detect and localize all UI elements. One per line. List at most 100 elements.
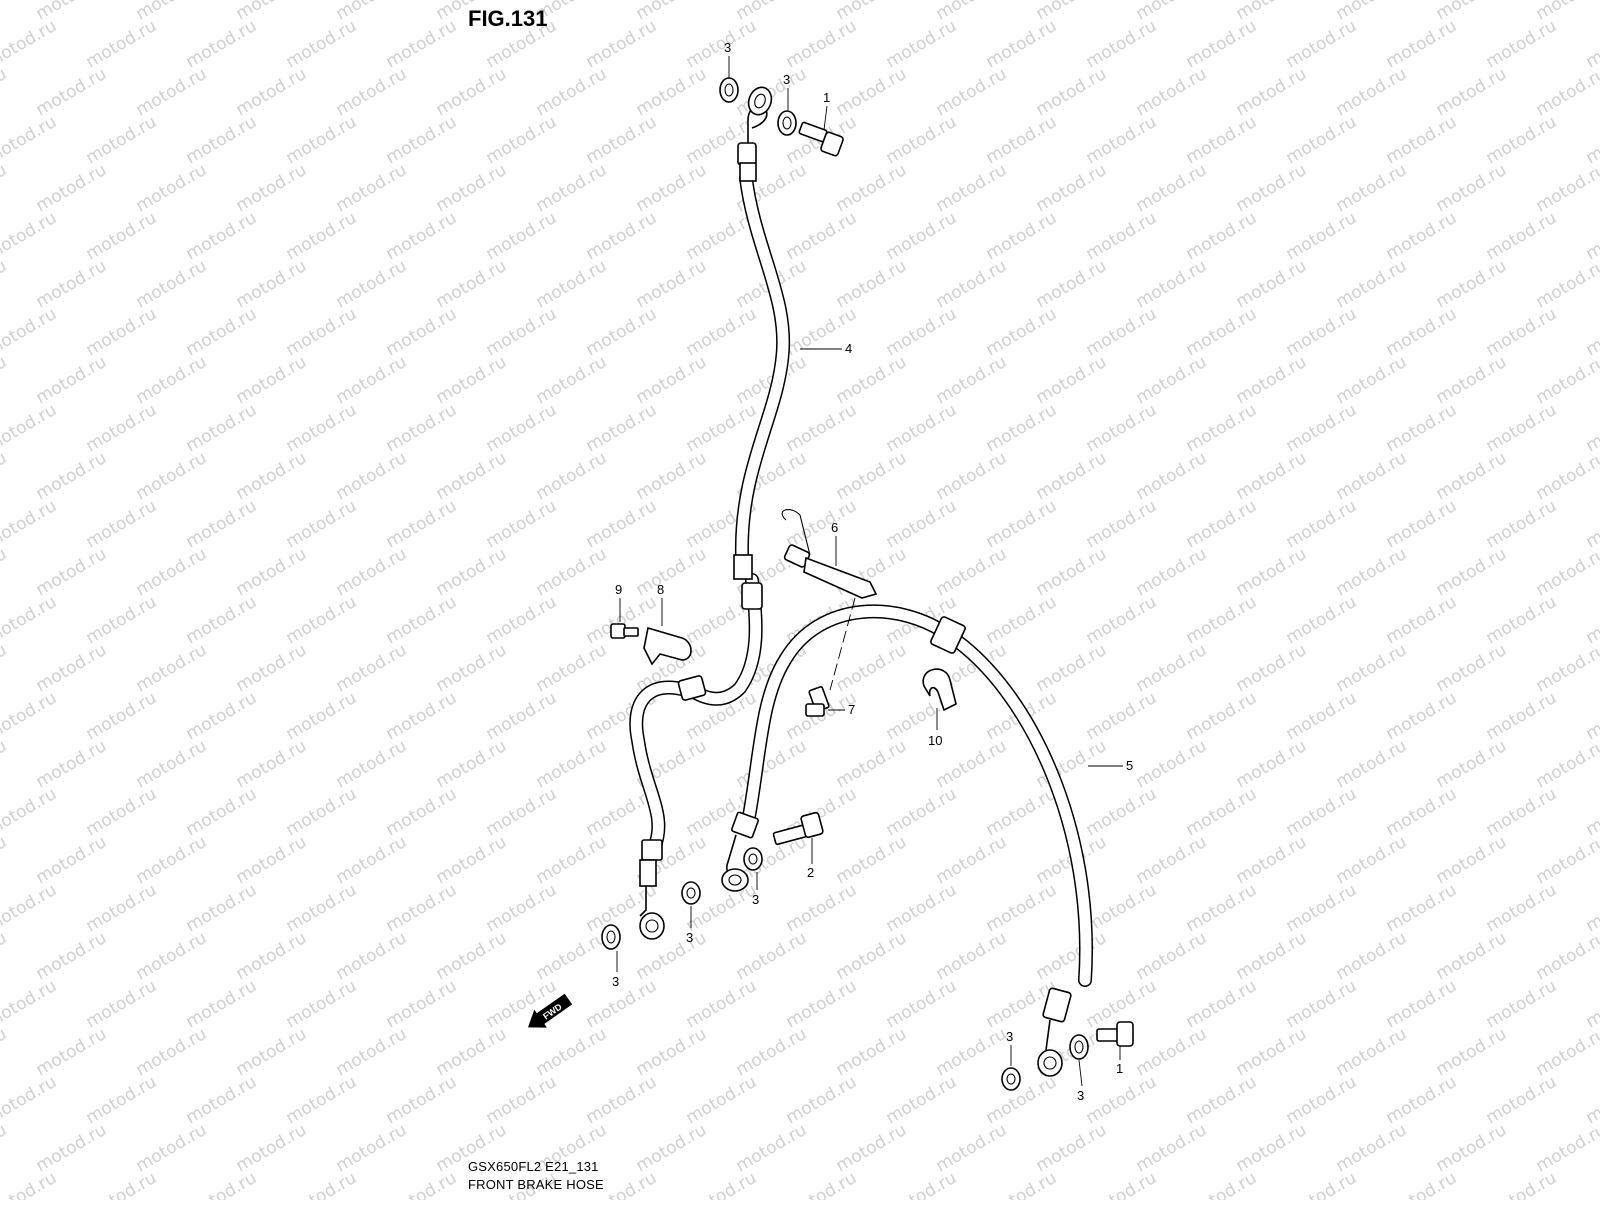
watermark-text: motod.ru [1483, 112, 1561, 168]
watermark-text: motod.ru [133, 64, 211, 120]
watermark-text: motod.ru [433, 928, 511, 984]
bolt-9 [611, 624, 638, 638]
watermark-text: motod.ru [0, 784, 60, 840]
watermark-text: motod.ru [0, 976, 60, 1032]
hose-junction-block [742, 583, 762, 609]
watermark-text: motod.ru [283, 784, 361, 840]
watermark-text: motod.ru [1133, 1120, 1211, 1176]
callout-clamp-8: 8 [657, 582, 664, 597]
watermark-text: motod.ru [1083, 1072, 1161, 1128]
watermark-text: motod.ru [783, 208, 861, 264]
watermark-text: motod.ru [483, 496, 561, 552]
watermark-text: motod.ru [583, 400, 661, 456]
watermark-text: motod.ru [1433, 1120, 1511, 1176]
hose-4-lower-fitting [640, 860, 656, 886]
watermark-text: motod.ru [1583, 880, 1600, 936]
watermark-text: motod.ru [1333, 640, 1411, 696]
watermark-text: motod.ru [0, 592, 60, 648]
watermark-text: motod.ru [933, 448, 1011, 504]
watermark-text: motod.ru [183, 880, 261, 936]
watermark-text: motod.ru [583, 1072, 661, 1128]
watermark-text: motod.ru [883, 1072, 961, 1128]
watermark-text: motod.ru [383, 1072, 461, 1128]
watermark-text: motod.ru [883, 880, 961, 936]
watermark-text: motod.ru [1333, 352, 1411, 408]
watermark-text: motod.ru [633, 1024, 711, 1080]
watermark-text: motod.ru [1383, 112, 1461, 168]
watermark-text: motod.ru [983, 208, 1061, 264]
watermark-text: motod.ru [383, 208, 461, 264]
watermark-text: motod.ru [483, 688, 561, 744]
watermark-text: motod.ru [0, 352, 10, 408]
watermark-text: motod.ru [1233, 736, 1311, 792]
watermark-text: motod.ru [1483, 1168, 1561, 1200]
watermark-text: motod.ru [833, 832, 911, 888]
watermark-text: motod.ru [83, 976, 161, 1032]
watermark-text: motod.ru [0, 688, 60, 744]
watermark-text: motod.ru [833, 352, 911, 408]
watermark-text: motod.ru [383, 688, 461, 744]
callout-clamp-6: 6 [831, 520, 838, 535]
watermark-text: motod.ru [1533, 640, 1600, 696]
watermark-text: motod.ru [283, 304, 361, 360]
watermark-text: motod.ru [483, 976, 561, 1032]
watermark-text: motod.ru [0, 64, 10, 120]
watermark-text: motod.ru [833, 928, 911, 984]
watermark-text: motod.ru [933, 1120, 1011, 1176]
watermark-text: motod.ru [1283, 688, 1361, 744]
watermark-text: motod.ru [1283, 1168, 1361, 1200]
watermark-text: motod.ru [183, 784, 261, 840]
watermark-text: motod.ru [783, 400, 861, 456]
watermark-text: motod.ru [1333, 1024, 1411, 1080]
watermark-text: motod.ru [1383, 592, 1461, 648]
watermark-text: motod.ru [0, 544, 10, 600]
watermark-text: motod.ru [333, 448, 411, 504]
watermark-text: motod.ru [1333, 736, 1411, 792]
callout-union-bolt-top: 1 [823, 90, 830, 105]
watermark-text: motod.ru [583, 208, 661, 264]
watermark-text: motod.ru [1433, 736, 1511, 792]
watermark-text: motod.ru [233, 640, 311, 696]
watermark-text: motod.ru [1233, 64, 1311, 120]
watermark-text: motod.ru [1333, 448, 1411, 504]
watermark-text: motod.ru [1333, 1120, 1411, 1176]
watermark-text: motod.ru [1583, 496, 1600, 552]
watermark-text: motod.ru [883, 304, 961, 360]
watermark-text: motod.ru [183, 208, 261, 264]
washer-icon [720, 78, 738, 102]
watermark-text: motod.ru [33, 928, 111, 984]
watermark-text: motod.ru [1483, 400, 1561, 456]
watermark-text: motod.ru [1583, 208, 1600, 264]
watermark-text: motod.ru [0, 880, 60, 936]
watermark-text: motod.ru [433, 160, 511, 216]
watermark-text: motod.ru [483, 304, 561, 360]
watermark-text: motod.ru [83, 16, 161, 72]
watermark-text: motod.ru [1583, 16, 1600, 72]
watermark-text: motod.ru [183, 688, 261, 744]
watermark-text: motod.ru [1483, 880, 1561, 936]
watermark-text: motod.ru [933, 832, 1011, 888]
watermark-text: motod.ru [133, 1120, 211, 1176]
watermark-text: motod.ru [1233, 640, 1311, 696]
watermark-text: motod.ru [883, 1168, 961, 1200]
washer-icon [778, 111, 796, 135]
watermark-text: motod.ru [0, 16, 60, 72]
watermark-text: motod.ru [783, 496, 861, 552]
watermark-text: motod.ru [1333, 256, 1411, 312]
watermark-text: motod.ru [433, 544, 511, 600]
watermark-text: motod.ru [1233, 160, 1311, 216]
watermark-text: motod.ru [0, 1072, 60, 1128]
watermark-text: motod.ru [1183, 496, 1261, 552]
watermark-text: motod.ru [83, 112, 161, 168]
callout-hose-5: 5 [1126, 758, 1133, 773]
watermark-text: motod.ru [0, 400, 60, 456]
watermark-text: motod.ru [983, 16, 1061, 72]
watermark-text: motod.ru [83, 880, 161, 936]
watermark-text: motod.ru [1133, 832, 1211, 888]
callout-clamp-10: 10 [928, 733, 942, 748]
watermark-text: motod.ru [983, 496, 1061, 552]
watermark-text: motod.ru [1133, 928, 1211, 984]
watermark-text: motod.ru [1283, 976, 1361, 1032]
watermark-text: motod.ru [1233, 448, 1311, 504]
